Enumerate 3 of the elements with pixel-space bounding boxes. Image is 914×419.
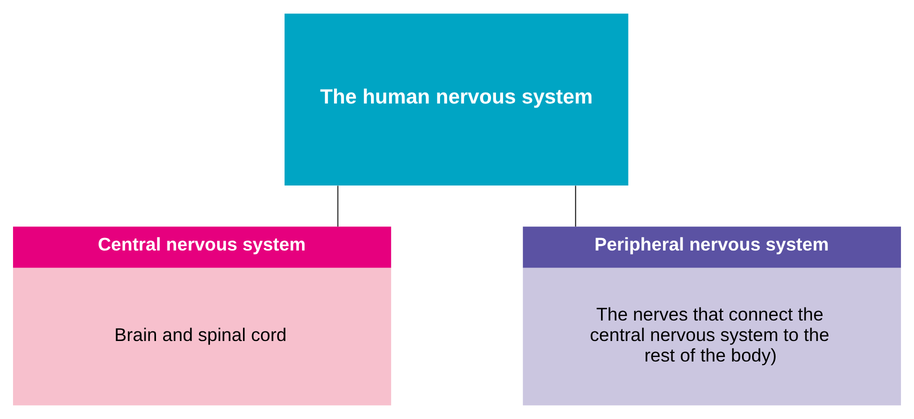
node-box: The human nervous system [284,14,628,186]
connector [337,186,338,227]
connector [575,186,576,227]
